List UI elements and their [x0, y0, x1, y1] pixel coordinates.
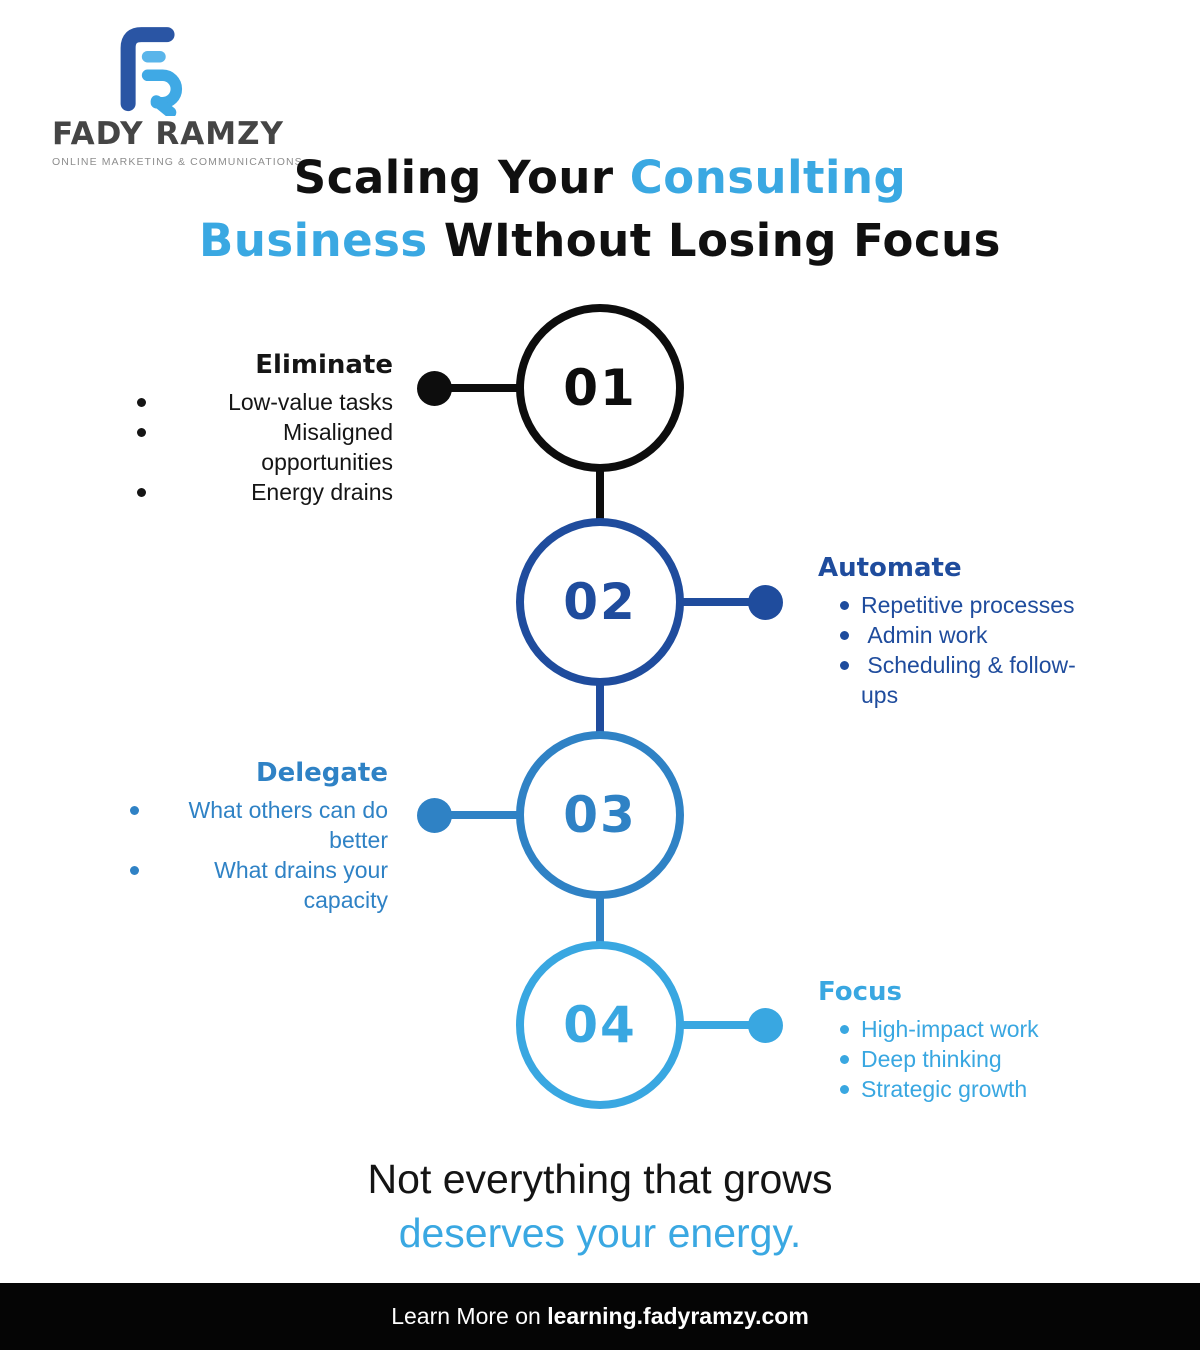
bullet-dot — [130, 866, 139, 875]
bullet-text: What drains your capacity — [214, 857, 395, 913]
list-item: Low-value tasks — [125, 387, 393, 417]
list-item: Scheduling & follow-ups — [818, 650, 1108, 710]
bullet-text: Scheduling & follow-ups — [861, 652, 1076, 708]
fady-ramzy-monogram-icon — [120, 27, 183, 116]
step-1-number: 01 — [563, 359, 637, 417]
tagline-line-1: Not everything that grows — [367, 1156, 833, 1202]
page-title: Scaling Your Consulting Business WIthout… — [0, 146, 1200, 272]
step-2-number: 02 — [563, 573, 637, 631]
bullet-dot — [840, 1025, 849, 1034]
bullet-text: High-impact work — [861, 1016, 1039, 1042]
step-2-heading: Automate — [818, 553, 962, 583]
step-2-connector — [680, 598, 768, 606]
step-2-dot — [748, 585, 783, 620]
list-item: What drains your capacity — [118, 855, 388, 915]
step-4-circle: 04 — [516, 941, 684, 1109]
footer-site-url: learning.fadyramzy.com — [547, 1303, 809, 1329]
step-4-heading: Focus — [818, 977, 902, 1007]
title-part-1: Scaling Your — [293, 151, 630, 204]
bullet-dot — [840, 1055, 849, 1064]
step-1-connector — [432, 384, 522, 392]
bullet-text: Deep thinking — [861, 1046, 1002, 1072]
connector-line-1-2 — [596, 465, 604, 523]
bullet-text: Repetitive processes — [861, 592, 1075, 618]
bullet-text: What others can do better — [188, 797, 395, 853]
step-3-number: 03 — [563, 786, 637, 844]
step-4-text-block: Focus High-impact work Deep thinking Str… — [818, 977, 1118, 1104]
step-3-text-block: Delegate What others can do better What … — [118, 758, 388, 915]
title-part-2: Consulting — [629, 151, 907, 204]
bullet-dot — [840, 1085, 849, 1094]
step-1-circle: 01 — [516, 304, 684, 472]
footer-prefix: Learn More on — [391, 1303, 548, 1329]
bullet-dot — [137, 428, 146, 437]
step-4-connector — [680, 1021, 768, 1029]
tagline-line-2: deserves your energy. — [398, 1210, 802, 1256]
step-1-text-block: Eliminate Low-value tasks Misaligned opp… — [125, 350, 393, 507]
bullet-text: Strategic growth — [861, 1076, 1028, 1102]
step-3-dot — [417, 798, 452, 833]
list-item: Admin work — [818, 620, 1108, 650]
list-item: Strategic growth — [818, 1074, 1118, 1104]
bullet-text: Admin work — [861, 622, 988, 648]
title-part-3: Business — [199, 214, 428, 267]
connector-line-3-4 — [596, 890, 604, 946]
list-item: Deep thinking — [818, 1044, 1118, 1074]
step-1-heading: Eliminate — [255, 350, 393, 380]
step-4-dot — [748, 1008, 783, 1043]
brand-name: FADY RAMZY — [52, 116, 284, 152]
bullet-text: Energy drains — [251, 479, 393, 505]
footer-text: Learn More on learning.fadyramzy.com — [391, 1303, 809, 1330]
step-1-dot — [417, 371, 452, 406]
closing-tagline: Not everything that grows deserves your … — [0, 1152, 1200, 1260]
bullet-dot — [137, 398, 146, 407]
bullet-dot — [137, 488, 146, 497]
step-3-connector — [432, 811, 522, 819]
connector-line-2-3 — [596, 678, 604, 736]
title-part-4: WIthout Losing Focus — [427, 214, 1001, 267]
list-item: What others can do better — [118, 795, 388, 855]
step-2-text-block: Automate Repetitive processes Admin work… — [818, 553, 1108, 710]
list-item: Repetitive processes — [818, 590, 1108, 620]
list-item: Misaligned opportunities — [125, 417, 393, 477]
bullet-dot — [130, 806, 139, 815]
step-2-circle: 02 — [516, 518, 684, 686]
bullet-dot — [840, 631, 849, 640]
bullet-dot — [840, 661, 849, 670]
list-item: Energy drains — [125, 477, 393, 507]
list-item: High-impact work — [818, 1014, 1118, 1044]
step-3-heading: Delegate — [256, 758, 388, 788]
footer-bar: Learn More on learning.fadyramzy.com — [0, 1283, 1200, 1350]
bullet-text: Low-value tasks — [228, 389, 393, 415]
bullet-dot — [840, 601, 849, 610]
brand-tagline: ONLINE MARKETING & COMMUNICATIONS — [52, 156, 303, 168]
step-3-circle: 03 — [516, 731, 684, 899]
step-4-number: 04 — [563, 996, 637, 1054]
bullet-text: Misaligned opportunities — [261, 419, 400, 475]
